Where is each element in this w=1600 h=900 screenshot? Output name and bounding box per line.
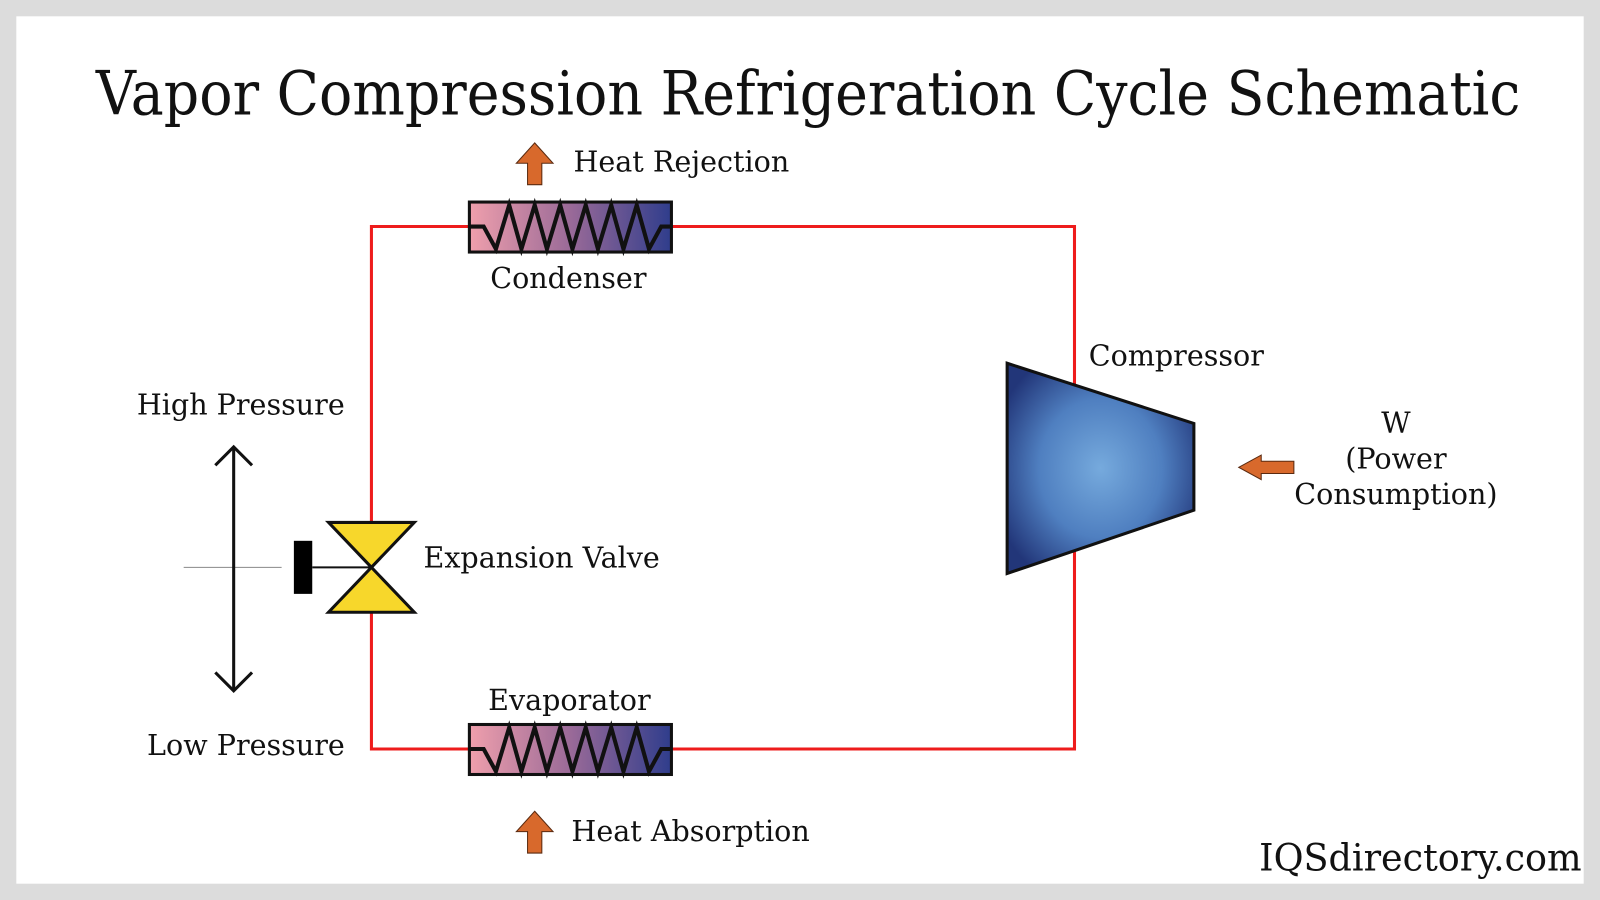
high-pressure-label: High Pressure	[137, 387, 345, 421]
heat-absorption-label: Heat Absorption	[571, 814, 809, 848]
compressor-label: Compressor	[1089, 338, 1264, 372]
compressor-icon	[1005, 361, 1196, 576]
diagram-panel	[16, 16, 1584, 884]
evaporator	[467, 720, 673, 779]
heat-absorption-arrow-icon	[515, 810, 555, 854]
power-consumption-label-line1: (Power	[1345, 441, 1447, 475]
condenser	[467, 197, 673, 257]
power-w-label: W	[1381, 406, 1411, 440]
power-input-arrow-icon	[1237, 454, 1295, 481]
condenser-label: Condenser	[490, 261, 647, 295]
expansion-valve-icon	[324, 520, 418, 614]
heat-rejection-arrow-icon	[515, 142, 555, 186]
evaporator-coil-icon	[469, 720, 672, 779]
evaporator-label: Evaporator	[488, 683, 651, 717]
diagram-title: Vapor Compression Refrigeration Cycle Sc…	[95, 58, 1520, 129]
brand-watermark: IQSdirectory.com	[1259, 835, 1581, 879]
condenser-coil-icon	[469, 197, 672, 257]
low-pressure-label: Low Pressure	[147, 728, 345, 762]
heat-rejection-label: Heat Rejection	[573, 144, 789, 178]
pressure-double-arrow-icon	[214, 444, 254, 693]
expansion-valve-label: Expansion Valve	[423, 540, 659, 574]
valve-actuator-icon	[293, 540, 313, 594]
power-consumption-label-line2: Consumption)	[1294, 477, 1497, 511]
